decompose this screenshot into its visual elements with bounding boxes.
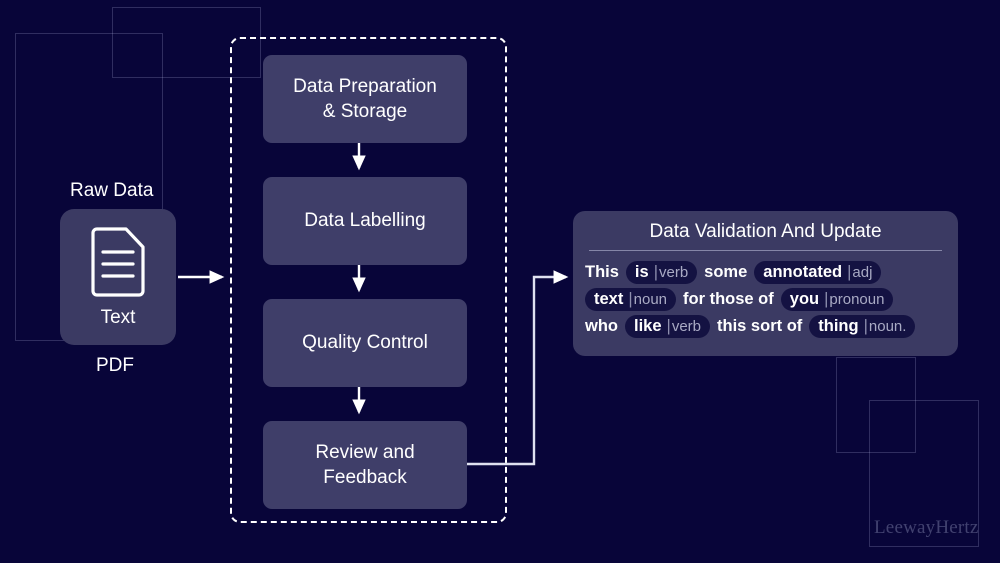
annotation-pill[interactable]: you|pronoun [780, 288, 894, 311]
annotation-separator: | [847, 263, 852, 282]
decorative-rect-bottom-right-a [836, 357, 916, 453]
annotation-tag: noun [633, 291, 668, 308]
annotation-token: thing [818, 317, 859, 336]
annotation-token: you [789, 290, 820, 309]
file-type-label: PDF [96, 355, 134, 376]
annotation-pill[interactable]: thing|noun. [809, 315, 916, 338]
panel-divider [589, 250, 942, 251]
annotation-tag: adj [852, 264, 873, 281]
raw-data-label: Raw Data [70, 180, 154, 201]
plain-token: some [704, 263, 748, 281]
watermark-leewayhertz: LeewayHertz [874, 517, 979, 538]
plain-token: who [585, 317, 618, 335]
plain-token: for those of [683, 290, 774, 308]
flow-node-quality-control[interactable]: Quality Control [263, 299, 467, 387]
raw-data-file-card[interactable]: Text [60, 209, 176, 345]
annotation-separator: | [824, 290, 829, 309]
annotation-pill[interactable]: annotated|adj [754, 261, 882, 284]
plain-token: This [585, 263, 619, 281]
annotation-separator: | [628, 290, 633, 309]
annotation-separator: | [863, 317, 868, 336]
annotation-tag: verb [658, 264, 689, 281]
annotation-token: is [634, 263, 649, 282]
annotation-token: text [594, 290, 624, 309]
flow-node-data-preparation-storage[interactable]: Data Preparation & Storage [263, 55, 467, 143]
annotation-separator: | [666, 317, 671, 336]
annotation-pill[interactable]: like|verb [625, 315, 711, 338]
annotation-separator: | [653, 263, 658, 282]
flow-node-data-labelling[interactable]: Data Labelling [263, 177, 467, 265]
annotation-tag: noun. [868, 318, 907, 335]
document-icon [88, 226, 148, 305]
annotation-token: like [634, 317, 662, 336]
annotation-token: annotated [763, 263, 843, 282]
pipeline-dashed-container [230, 37, 507, 523]
file-card-label: Text [100, 307, 136, 328]
panel-title: Data Validation And Update [649, 221, 882, 242]
annotation-tag: verb [671, 318, 702, 335]
plain-token: this sort of [717, 317, 803, 335]
annotation-pill[interactable]: is|verb [625, 261, 698, 284]
flow-node-review-and-feedback[interactable]: Review and Feedback [263, 421, 467, 509]
annotation-tag: pronoun [829, 291, 885, 308]
annotation-pill[interactable]: text|noun [585, 288, 677, 311]
